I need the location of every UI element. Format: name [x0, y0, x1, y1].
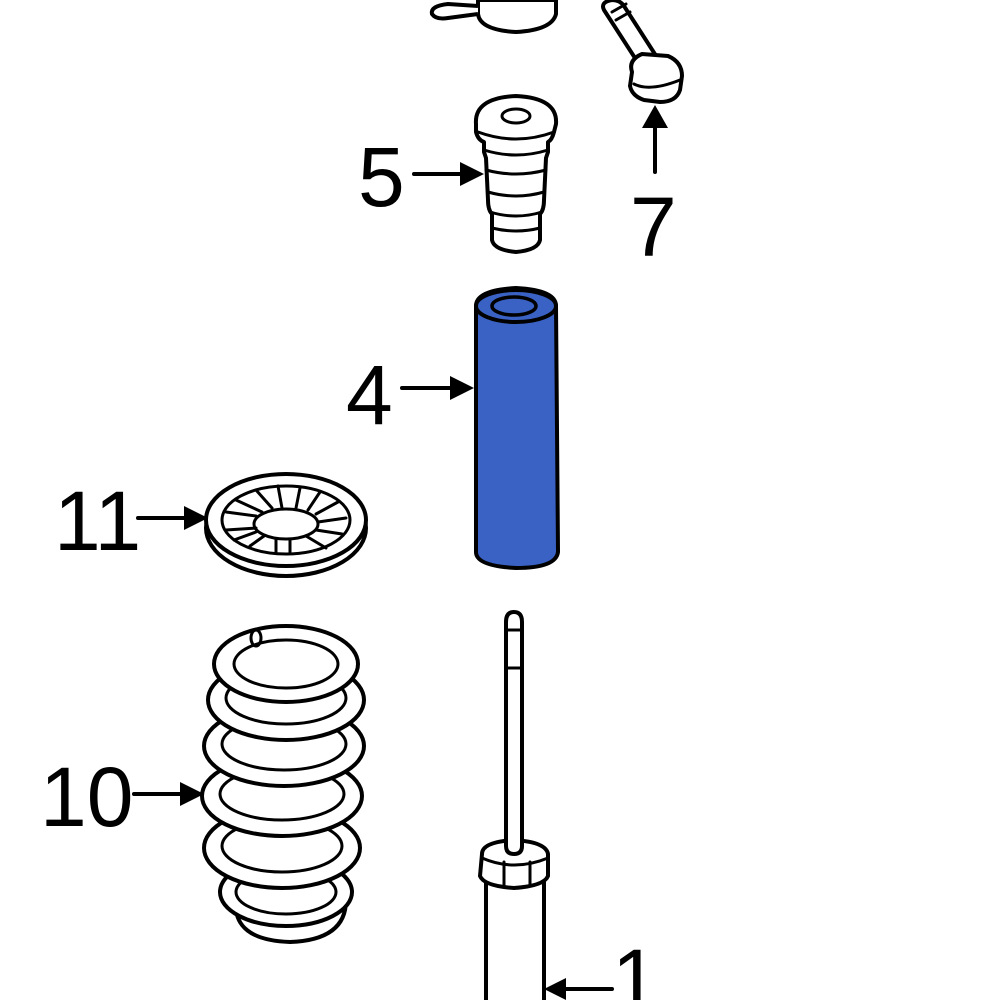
arrow-right-icon	[184, 506, 208, 530]
part-11-spring-seat[interactable]	[204, 472, 368, 578]
callout-label-7: 7	[630, 180, 677, 274]
part-10-coil-spring[interactable]	[200, 624, 366, 944]
callout-label-5: 5	[358, 130, 405, 224]
callout-11: 11	[54, 474, 208, 568]
arrow-up-icon	[642, 105, 668, 128]
arrow-right-icon	[460, 162, 484, 186]
part-4-dust-tube[interactable]	[474, 285, 561, 571]
arrow-right-icon	[180, 782, 204, 806]
callout-5: 5	[358, 130, 484, 224]
top-mount-part	[429, 0, 558, 34]
callout-4: 4	[346, 348, 474, 442]
arrow-left-icon	[544, 978, 566, 1000]
callout-label-10: 10	[40, 750, 133, 844]
callout-label-4: 4	[346, 348, 393, 442]
callout-label-1: 1	[612, 932, 659, 1000]
callout-1: 1	[544, 932, 659, 1000]
callout-7: 7	[630, 105, 677, 274]
arrow-right-icon	[450, 376, 474, 400]
part-7-bolt[interactable]	[601, 0, 684, 104]
part-5-bump-stop[interactable]	[473, 94, 559, 254]
callout-label-11: 11	[54, 474, 141, 568]
part-1-shock-absorber[interactable]	[478, 610, 550, 1000]
callout-10: 10	[40, 750, 204, 844]
